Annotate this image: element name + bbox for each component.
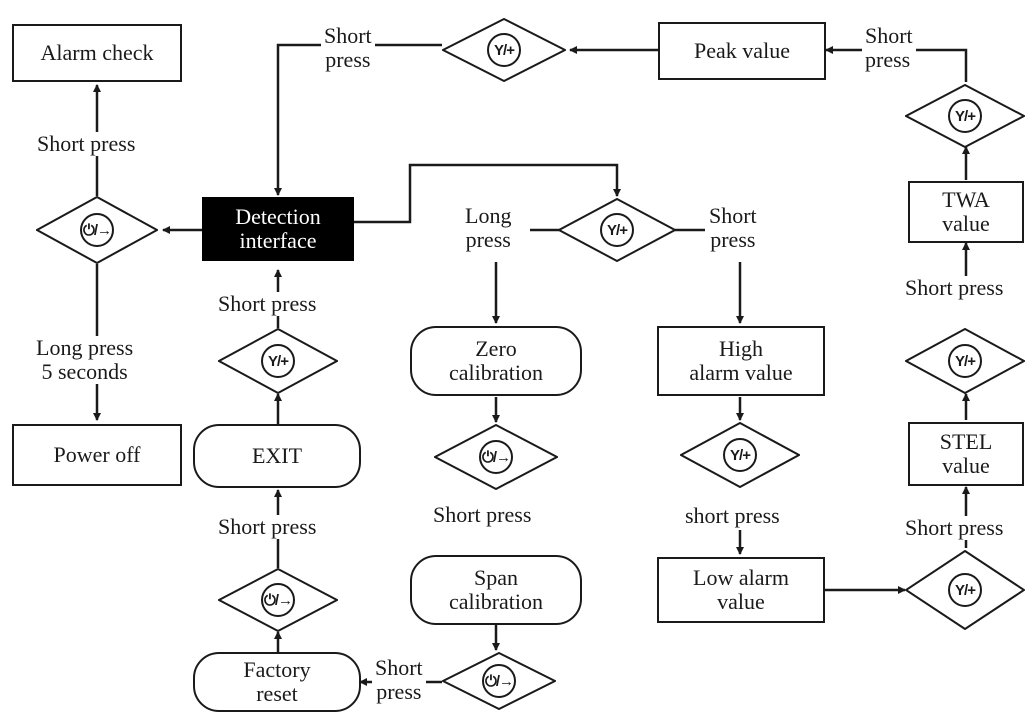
label-short-press-span: Short press	[430, 503, 535, 527]
decision-y-exit: Y/+	[218, 328, 338, 394]
node-stel-value: STEL value	[908, 422, 1024, 486]
node-alarm-check: Alarm check	[12, 24, 182, 82]
decision-y-top: Y/+	[442, 18, 566, 82]
confirm-plus-icon: Y/+	[723, 438, 757, 472]
label-short-press-low: short press	[682, 504, 783, 528]
decision-y-high: Y/+	[680, 422, 800, 488]
node-twa-value: TWA value	[908, 181, 1024, 243]
decision-y-middle: Y/+	[558, 198, 676, 262]
decision-power-left: ⏻/→	[36, 196, 158, 264]
confirm-plus-icon: Y/+	[261, 344, 295, 378]
confirm-plus-icon: Y/+	[948, 344, 982, 378]
node-power-off: Power off	[12, 424, 182, 486]
node-zero-calibration: Zero calibration	[410, 326, 582, 396]
label-long-press: Long press	[462, 204, 515, 252]
power-next-icon: ⏻/→	[261, 583, 295, 617]
decision-y-twa: Y/+	[905, 84, 1025, 148]
power-next-icon: ⏻/→	[479, 440, 513, 474]
label-short-press-detection: Short press	[215, 292, 320, 316]
node-peak-value: Peak value	[658, 22, 826, 80]
confirm-plus-icon: Y/+	[948, 573, 982, 607]
label-short-press-exit: Short press	[215, 515, 320, 539]
decision-power-span: ⏻/→	[442, 652, 556, 710]
confirm-plus-icon: Y/+	[948, 99, 982, 133]
decision-power-zero: ⏻/→	[434, 424, 558, 490]
node-detection-interface: Detection interface	[202, 197, 354, 261]
label-short-press-top: Short press	[321, 24, 375, 72]
node-low-alarm-value: Low alarm value	[657, 557, 825, 623]
node-exit: EXIT	[193, 424, 361, 488]
decision-power-factory: ⏻/→	[218, 568, 338, 632]
node-span-calibration: Span calibration	[410, 555, 582, 625]
power-next-icon: ⏻/→	[80, 213, 114, 247]
label-short-press-peak: Short press	[862, 24, 916, 72]
label-short-press-alarm: Short press	[34, 132, 139, 156]
node-high-alarm-value: High alarm value	[657, 326, 825, 396]
label-short-press-factory: Short press	[372, 656, 426, 704]
edge-detection-to-middle-y-btn	[354, 163, 621, 224]
label-short-press-twa: Short press	[902, 276, 1007, 300]
label-long-press-5s: Long press 5 seconds	[33, 336, 137, 384]
confirm-plus-icon: Y/+	[600, 213, 634, 247]
label-short-press-high: Short press	[706, 204, 760, 252]
edge-y-btn-to-detection	[274, 43, 442, 196]
power-next-icon: ⏻/→	[482, 664, 516, 698]
decision-y-low-right: Y/+	[905, 550, 1025, 630]
decision-y-stel: Y/+	[905, 328, 1025, 394]
node-factory-reset: Factory reset	[193, 652, 361, 712]
label-short-press-stel: Short press	[902, 516, 1007, 540]
confirm-plus-icon: Y/+	[487, 33, 521, 67]
